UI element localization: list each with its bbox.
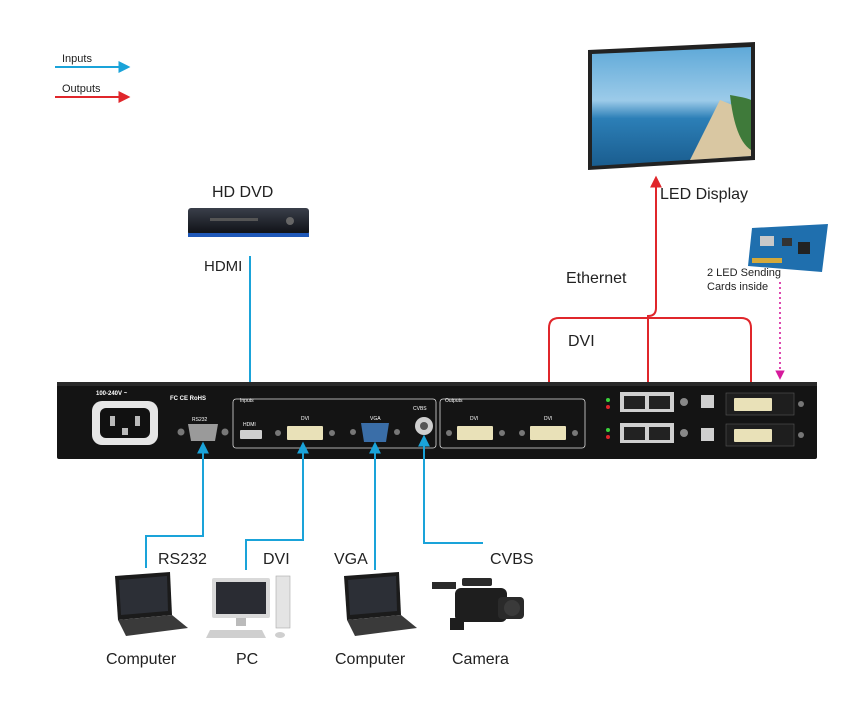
hdmi-port[interactable] xyxy=(240,430,262,439)
dvi-output-port-2[interactable] xyxy=(519,426,578,440)
ethernet-cable xyxy=(647,175,662,398)
ethernet-label: Ethernet xyxy=(566,270,627,287)
sending-card-icon xyxy=(748,224,828,272)
power-label: 100-240V ~ xyxy=(96,391,128,397)
dvi-input-cable xyxy=(245,441,309,570)
cvbs-port[interactable] xyxy=(415,417,433,435)
video-camera-icon xyxy=(432,578,524,630)
hd-dvd-label: HD DVD xyxy=(212,184,273,201)
sending-card-dvi-ports[interactable] xyxy=(725,392,804,447)
dvi-output-port-1[interactable] xyxy=(446,426,505,440)
rs232-cable xyxy=(145,441,209,568)
outputs-group-box xyxy=(439,398,586,449)
cvbs-cable xyxy=(418,434,483,544)
led-display-icon xyxy=(588,42,755,170)
ethernet-ports[interactable] xyxy=(620,392,688,443)
dvi-out2-port-label: DVI xyxy=(544,416,552,422)
dvi-input-port[interactable] xyxy=(275,426,335,440)
legend-outputs-label: Outputs xyxy=(62,83,101,95)
usb-ports[interactable] xyxy=(701,395,714,441)
cvbs-cable-label: CVBS xyxy=(490,551,534,568)
hdmi-cable-label: HDMI xyxy=(204,258,242,275)
vga-port-label: VGA xyxy=(370,416,381,422)
rs232-port-label: RS232 xyxy=(192,417,208,423)
dvd-player-icon xyxy=(188,208,309,237)
laptop-icon xyxy=(115,572,188,636)
pc-label: PC xyxy=(236,651,258,668)
dvi-out1-port-label: DVI xyxy=(470,416,478,422)
vga-port[interactable] xyxy=(350,423,400,442)
legend: Inputs Outputs xyxy=(55,53,131,103)
power-socket[interactable] xyxy=(92,401,158,445)
led-display-label: LED Display xyxy=(660,186,748,203)
rs232-cable-label: RS232 xyxy=(158,551,207,568)
cert-marks: FC CE RoHS xyxy=(170,396,206,402)
legend-inputs-label: Inputs xyxy=(62,53,92,65)
dvi-out-label: DVI xyxy=(568,333,595,350)
camera-label: Camera xyxy=(452,651,509,668)
vga-cable-label: VGA xyxy=(334,551,368,568)
led-indicators xyxy=(606,398,610,439)
outputs-group-label: Outputs xyxy=(445,398,463,404)
inputs-group-label: Inputs xyxy=(240,398,254,404)
laptop-icon-2 xyxy=(344,572,417,636)
dvi-input-cable-label: DVI xyxy=(263,551,290,568)
desktop-pc-icon xyxy=(206,575,291,638)
hdmi-port-label: HDMI xyxy=(243,422,256,428)
sending-cards-line1: 2 LED Sending xyxy=(707,267,781,279)
computer-mid-label: Computer xyxy=(335,651,406,668)
rear-panel: 100-240V ~ FC CE RoHS RS232 Inputs HDMI … xyxy=(57,382,817,459)
cvbs-port-label: CVBS xyxy=(413,406,427,412)
rs232-port[interactable] xyxy=(177,424,229,441)
computer-left-label: Computer xyxy=(106,651,177,668)
sending-cards-line2: Cards inside xyxy=(707,281,768,293)
dvi-output-cable xyxy=(548,317,757,412)
dvi-in-port-label: DVI xyxy=(301,416,309,422)
inputs-group-box xyxy=(232,398,437,449)
